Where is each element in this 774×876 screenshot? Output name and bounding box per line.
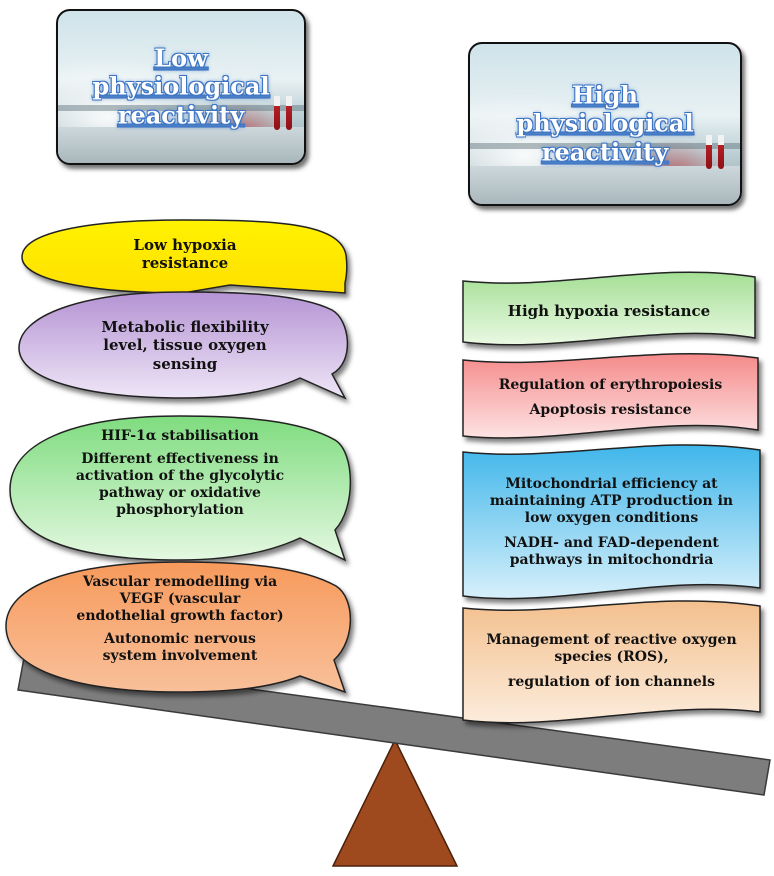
metabolic-line-1: Metabolic flexibility — [101, 318, 269, 336]
nadh-line-1: NADH- and FAD-dependent — [504, 535, 719, 552]
low-hypoxia-line-1: Low hypoxia — [133, 236, 237, 254]
low-hypoxia-line-2: resistance — [141, 254, 229, 273]
hif-line-1: Different effectiveness in — [81, 451, 279, 468]
high-reactivity-card: High physiological reactivity — [468, 42, 742, 206]
metabolic-line-3: sensing — [152, 354, 218, 373]
lab-shelf-image — [470, 143, 740, 150]
bubble-metabolic-shape — [18, 291, 349, 400]
bubble-low-hypoxia-shape — [21, 219, 348, 294]
apoptosis-line: Apoptosis resistance — [529, 402, 692, 419]
lab-shelf-image — [58, 105, 304, 112]
banner-mitochondrial-shape — [462, 444, 761, 600]
metabolic-label: Metabolic flexibility level, tissue oxyg… — [40, 318, 330, 373]
bubble-vascular-shape — [5, 561, 352, 694]
hif-title: HIF-1α stabilisation — [101, 428, 259, 444]
high-reactivity-title: High physiological reactivity — [516, 80, 694, 167]
erythropoiesis-label: Regulation of erythropoiesis Apoptosis r… — [463, 377, 758, 419]
test-tube-icon — [706, 134, 712, 169]
test-tube-icon — [286, 95, 292, 130]
banner-erythropoiesis-shape — [462, 353, 759, 439]
lab-bench-image — [470, 165, 740, 204]
erythropoiesis-line: Regulation of erythropoiesis — [498, 377, 723, 393]
low-reactivity-title: Low physiological reactivity — [92, 43, 270, 130]
high-hypoxia-label: High hypoxia resistance — [463, 302, 755, 320]
nadh-line-2: pathways in mitochondria — [509, 552, 714, 569]
mitochondrial-line-1: Mitochondrial efficiency at — [505, 476, 718, 492]
low-hypoxia-label: Low hypoxia resistance — [60, 236, 310, 273]
high-hypoxia-text: High hypoxia resistance — [507, 302, 711, 320]
mitochondrial-line-3: low oxygen conditions — [524, 510, 699, 527]
test-tube-icon — [274, 95, 280, 130]
mitochondrial-label: Mitochondrial efficiency at maintaining … — [463, 476, 760, 569]
hif-line-2: activation of the glycolytic — [75, 468, 285, 485]
bubble-hif-shape — [9, 415, 352, 562]
ion-channels-line: regulation of ion channels — [508, 674, 715, 691]
scale-fulcrum — [331, 738, 459, 867]
ros-line-1: Management of reactive oxygen — [486, 632, 737, 648]
test-tube-icon — [718, 134, 724, 169]
banner-ros-shape — [462, 600, 761, 724]
autonomic-line-1: Autonomic nervous — [104, 631, 256, 648]
vascular-line-1: Vascular remodelling via — [82, 574, 278, 590]
hif-line-4: phosphorylation — [116, 502, 244, 519]
ros-line-2: species (ROS), — [554, 649, 669, 666]
mitochondrial-line-2: maintaining ATP production in — [489, 493, 734, 510]
hif-line-3: pathway or oxidative — [99, 485, 261, 502]
lab-bench-image — [58, 126, 304, 163]
vascular-label: Vascular remodelling via VEGF (vascular … — [30, 574, 330, 665]
hif-label: HIF-1α stabilisation Different effective… — [30, 428, 330, 519]
autonomic-line-2: system involvement — [102, 648, 258, 665]
ros-label: Management of reactive oxygen species (R… — [463, 632, 760, 691]
vascular-line-2: VEGF (vascular — [119, 591, 241, 608]
metabolic-line-2: level, tissue oxygen — [103, 336, 267, 355]
vascular-line-3: endothelial growth factor) — [76, 608, 284, 625]
banner-high-hypoxia-shape — [462, 271, 756, 346]
low-reactivity-card: Low physiological reactivity — [56, 9, 306, 165]
